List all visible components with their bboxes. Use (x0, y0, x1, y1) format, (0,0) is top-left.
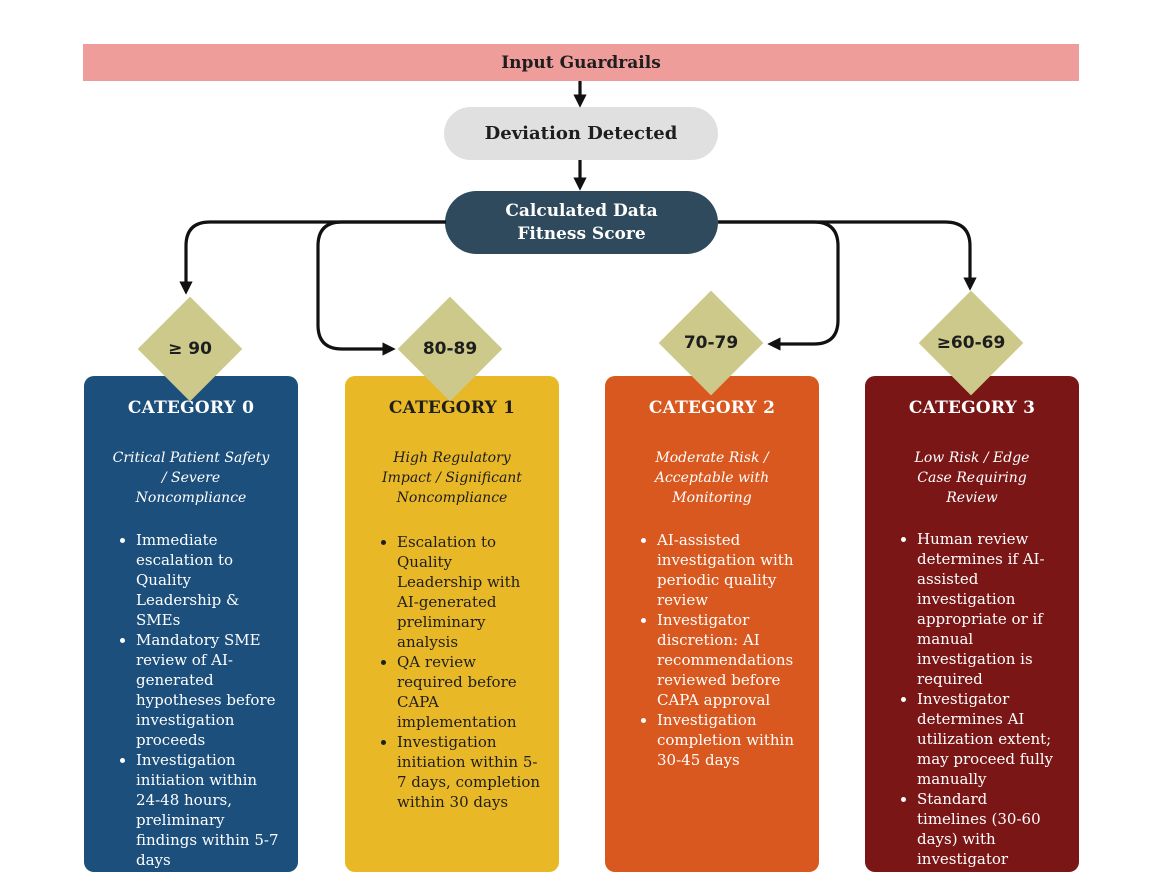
bullet-item: AI-assisted investigation with periodic … (657, 530, 801, 610)
deviation-label: Deviation Detected (484, 123, 678, 144)
threshold-label: 70-79 (683, 333, 739, 353)
score-label-line1: Calculated Data (505, 200, 658, 221)
threshold-diamond-90: ≥ 90 (137, 296, 243, 402)
deviation-detected-node: Deviation Detected (444, 107, 718, 160)
category-3-card: CATEGORY 3 Low Risk / Edge Case Requirin… (865, 376, 1079, 888)
category-0-card: CATEGORY 0 Critical Patient Safety / Sev… (84, 376, 298, 872)
category-title: CATEGORY 3 (908, 398, 1036, 418)
bullet-item: Human review determines if AI-assisted i… (917, 529, 1061, 689)
bullet-item: Immediate escalation to Quality Leadersh… (136, 530, 280, 630)
threshold-label: 80-89 (422, 339, 478, 359)
category-2-card: CATEGORY 2 Moderate Risk / Acceptable wi… (605, 376, 819, 872)
bullet-item: Investigation initiation within 24-48 ho… (136, 750, 280, 870)
input-guardrails-banner: Input Guardrails (83, 44, 1079, 81)
category-bullet-list: Human review determines if AI-assisted i… (883, 529, 1061, 889)
category-title: CATEGORY 0 (127, 398, 255, 418)
category-bullet-list: Immediate escalation to Quality Leadersh… (102, 530, 280, 870)
category-title: CATEGORY 2 (648, 398, 776, 418)
bullet-item: Investigation completion within 30-45 da… (657, 710, 801, 770)
bullet-item: Investigation initiation within 5-7 days… (397, 732, 541, 812)
score-label-line2: Fitness Score (517, 223, 646, 244)
category-title: CATEGORY 1 (388, 398, 516, 418)
banner-title: Input Guardrails (501, 52, 661, 73)
category-bullet-list: Escalation to Quality Leadership with AI… (363, 532, 541, 812)
category-subtitle: Low Risk / Edge Case Requiring Review (914, 450, 1030, 506)
category-bullet-list: AI-assisted investigation with periodic … (623, 530, 801, 770)
category-subtitle: Moderate Risk / Acceptable with Monitori… (654, 450, 770, 506)
threshold-diamond-70-79: 70-79 (658, 290, 764, 396)
category-subtitle: Critical Patient Safety / Severe Noncomp… (112, 450, 270, 506)
category-subtitle: High Regulatory Impact / Significant Non… (382, 450, 522, 506)
bullet-item: Escalation to Quality Leadership with AI… (397, 532, 541, 652)
arrow-score-to-category-3 (718, 220, 977, 291)
category-1-card: CATEGORY 1 High Regulatory Impact / Sign… (345, 376, 559, 872)
bullet-item: QA review required before CAPA implement… (397, 652, 541, 732)
bullet-item: Investigator determines AI utilization e… (917, 689, 1061, 789)
threshold-diamond-80-89: 80-89 (397, 296, 503, 402)
threshold-label: ≥ 90 (168, 339, 212, 359)
threshold-label: ≥60-69 (936, 333, 1006, 353)
bullet-item: Standard timelines (30-60 days) with inv… (917, 789, 1061, 889)
fitness-score-node: Calculated Data Fitness Score (445, 191, 718, 254)
bullet-item: Mandatory SME review of AI-generated hyp… (136, 630, 280, 750)
arrow-score-to-category-1 (316, 220, 446, 356)
threshold-diamond-60-69: ≥60-69 (918, 290, 1024, 396)
bullet-item: Investigator discretion: AI recommendati… (657, 610, 801, 710)
arrow-score-to-category-0 (179, 220, 446, 295)
